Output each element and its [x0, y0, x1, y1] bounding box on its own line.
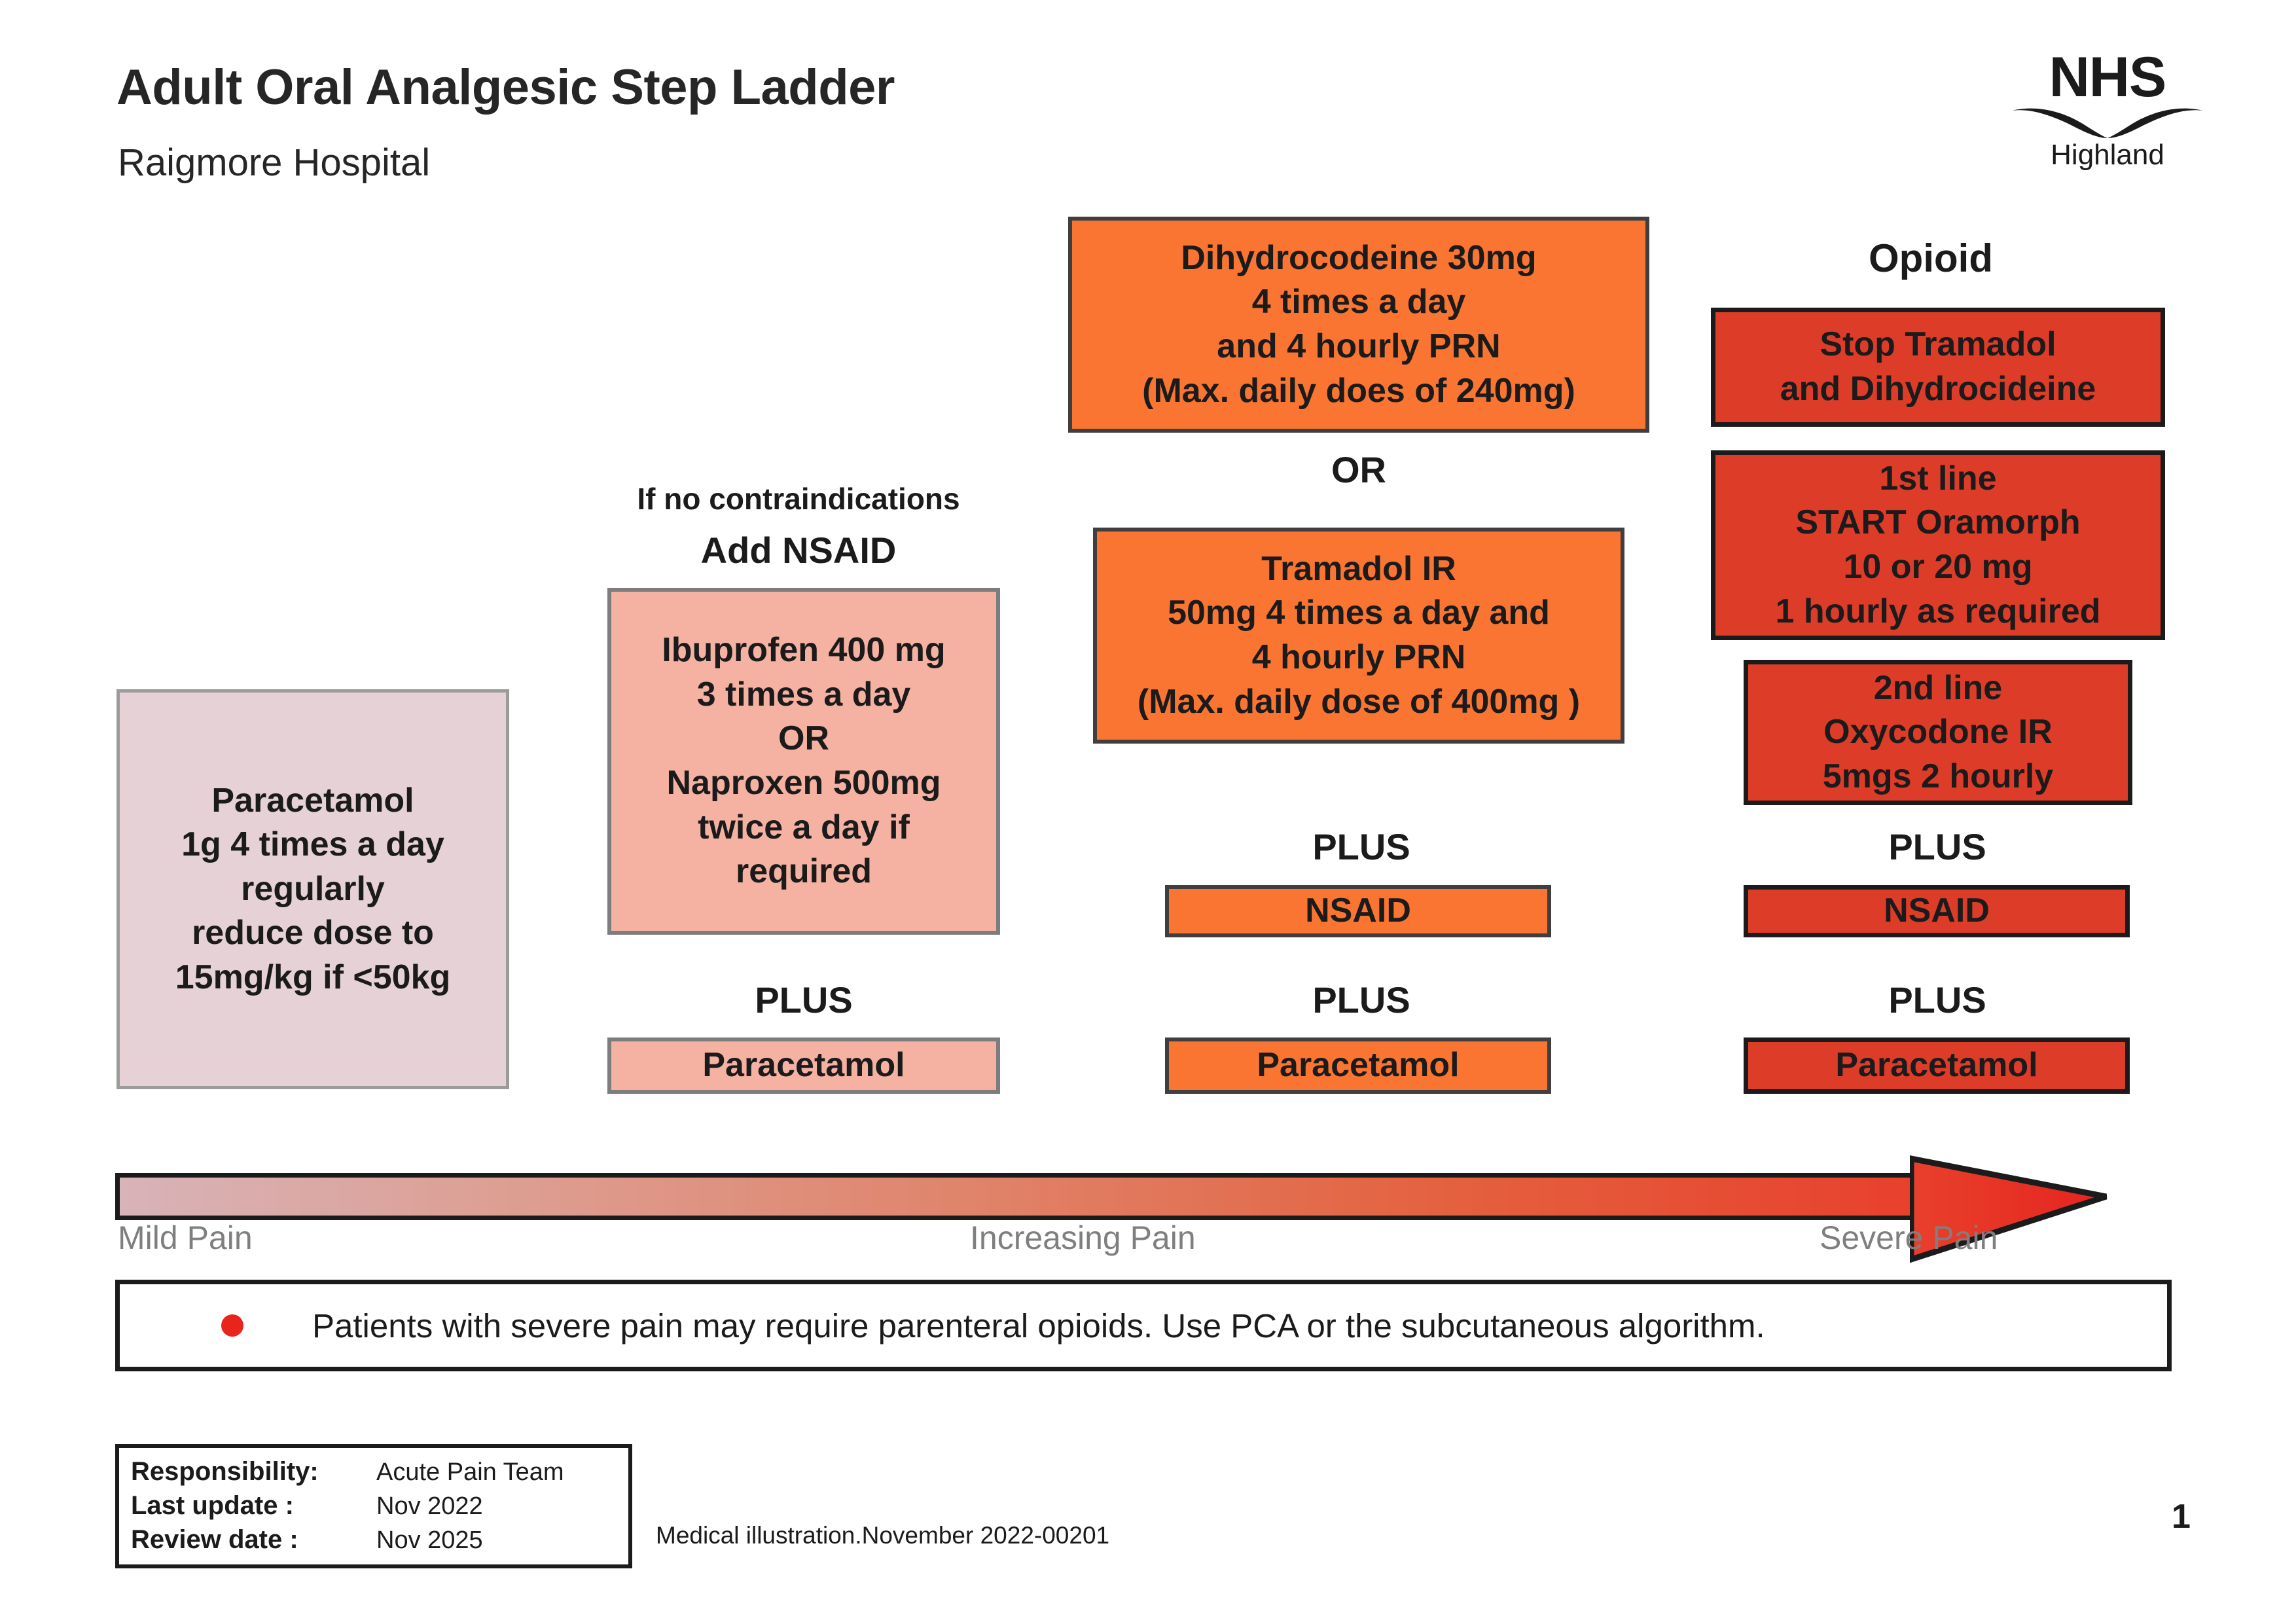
meta-key-last-update: Last update : — [131, 1491, 294, 1520]
pain-label-severe: Severe Pain — [1820, 1219, 1998, 1256]
meta-key-review-date: Review date : — [131, 1525, 298, 1554]
nhs-wordmark: NHS — [2049, 46, 2167, 109]
step2-paracetamol-label: Paracetamol — [702, 1046, 905, 1085]
step4-nsaid-box: NSAID — [1744, 885, 2130, 937]
meta-key-responsibility: Responsibility: — [131, 1457, 319, 1486]
nhs-swoosh-icon — [2012, 108, 2203, 138]
pain-label-increasing: Increasing Pain — [970, 1219, 1196, 1256]
meta-row-last-update: Last update : Nov 2022 — [131, 1491, 628, 1525]
meta-value-review-date: Nov 2025 — [376, 1526, 483, 1554]
step4-paracetamol-label: Paracetamol — [1835, 1046, 2038, 1085]
meta-row-responsibility: Responsibility: Acute Pain Team — [131, 1457, 628, 1491]
meta-value-responsibility: Acute Pain Team — [376, 1458, 564, 1486]
step3-plus-label-nsaid: PLUS — [1312, 826, 1410, 867]
step2-heading-add-nsaid: Add NSAID — [700, 530, 897, 571]
page-title: Adult Oral Analgesic Step Ladder — [117, 60, 895, 115]
pain-label-mild: Mild Pain — [118, 1219, 253, 1256]
severe-pain-note-text: Patients with severe pain may require pa… — [312, 1307, 1765, 1344]
step4-paracetamol-box: Paracetamol — [1744, 1038, 2130, 1094]
step2-heading-contraindications: If no contraindications — [637, 482, 960, 516]
step3-or-label: OR — [1331, 449, 1386, 490]
meta-row-review-date: Review date : Nov 2025 — [131, 1525, 628, 1559]
nhs-region-label: Highland — [2051, 139, 2164, 171]
pain-severity-arrow — [115, 1153, 2170, 1265]
step3-paracetamol-box: Paracetamol — [1165, 1038, 1551, 1094]
bullet-icon — [221, 1314, 243, 1337]
step4-nsaid-label: NSAID — [1884, 892, 1990, 930]
pain-arrow-head-icon — [1910, 1155, 2108, 1263]
step3-paracetamol-label: Paracetamol — [1257, 1046, 1460, 1085]
step4-plus-label-paracetamol: PLUS — [1888, 979, 1986, 1020]
meta-value-last-update: Nov 2022 — [376, 1492, 483, 1520]
step4-heading-opioid: Opioid — [1869, 236, 1993, 280]
page-subtitle: Raigmore Hospital — [118, 141, 431, 184]
nhs-highland-logo: NHS Highland — [2003, 49, 2212, 190]
step4-plus-label-nsaid: PLUS — [1888, 826, 1986, 867]
step3-nsaid-box: NSAID — [1165, 885, 1551, 937]
page-number: 1 — [2172, 1498, 2191, 1536]
step3-nsaid-label: NSAID — [1305, 892, 1411, 930]
severe-pain-note-bar: Patients with severe pain may require pa… — [115, 1280, 2172, 1371]
step2-plus-label: PLUS — [755, 979, 853, 1020]
step3-plus-label-paracetamol: PLUS — [1312, 979, 1410, 1020]
document-metadata-box: Responsibility: Acute Pain Team Last upd… — [115, 1444, 632, 1568]
pain-arrow-shaft — [115, 1173, 1915, 1220]
step2-paracetamol-box: Paracetamol — [607, 1038, 1000, 1094]
illustration-credit: Medical illustration.November 2022-00201 — [656, 1522, 1110, 1549]
